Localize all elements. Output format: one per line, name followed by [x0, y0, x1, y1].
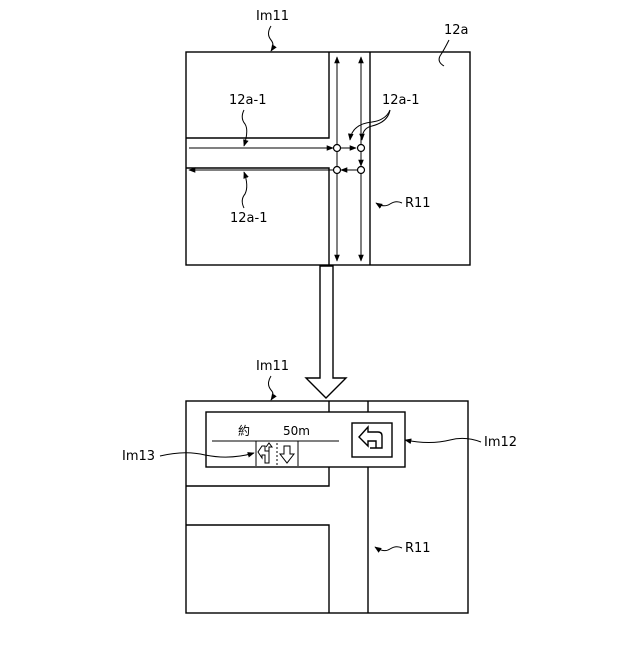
label-12a: 12a [444, 23, 469, 38]
node [334, 167, 341, 174]
leader-12a-1-right-b [362, 110, 390, 140]
label-12a-1-right: 12a-1 [382, 93, 419, 108]
top-lane-arrows [189, 57, 361, 261]
leader-im11-top [269, 26, 274, 51]
label-im11-top: Im11 [256, 9, 289, 24]
label-12a-1-lower: 12a-1 [230, 211, 267, 226]
node [358, 167, 365, 174]
distance-value: 50m [283, 424, 310, 438]
bottom-road-lines [186, 401, 368, 613]
label-im12: Im12 [484, 435, 517, 450]
top-panel: Im11 12a 12a-1 12a-1 12a-1 R11 [186, 9, 470, 265]
label-12a-1-upper: 12a-1 [229, 93, 266, 108]
leader-12a-1-upper [242, 110, 247, 146]
bottom-screen-frame [186, 401, 468, 613]
u-turn-left-icon [359, 427, 382, 448]
turn-left-icon-box [352, 423, 392, 457]
node [334, 145, 341, 152]
lane-guide [256, 441, 298, 466]
leader-im13 [160, 453, 254, 457]
leader-im11-bottom [269, 376, 274, 400]
leader-im12 [405, 438, 481, 442]
guidance-box [206, 412, 405, 467]
leader-r11-top [376, 202, 402, 206]
leader-r11-bottom [375, 547, 402, 551]
transition-arrow [306, 266, 346, 398]
top-screen-frame [186, 52, 470, 265]
node [358, 145, 365, 152]
straight-lane-icon [280, 446, 294, 463]
leader-12a-1-lower [242, 172, 247, 208]
guidance-overlay: 約 50m [206, 412, 405, 467]
label-r11-top: R11 [405, 196, 431, 211]
left-straight-lane-icon [258, 443, 272, 463]
leader-12a [439, 40, 449, 66]
top-road-lines [186, 52, 370, 265]
label-r11-bottom: R11 [405, 541, 431, 556]
intersection-nodes [334, 145, 365, 174]
distance-prefix: 約 [238, 423, 250, 438]
label-im11-bottom: Im11 [256, 359, 289, 374]
label-im13: Im13 [122, 449, 155, 464]
bottom-panel: 約 50m Im11 Im13 Im12 [122, 359, 517, 613]
